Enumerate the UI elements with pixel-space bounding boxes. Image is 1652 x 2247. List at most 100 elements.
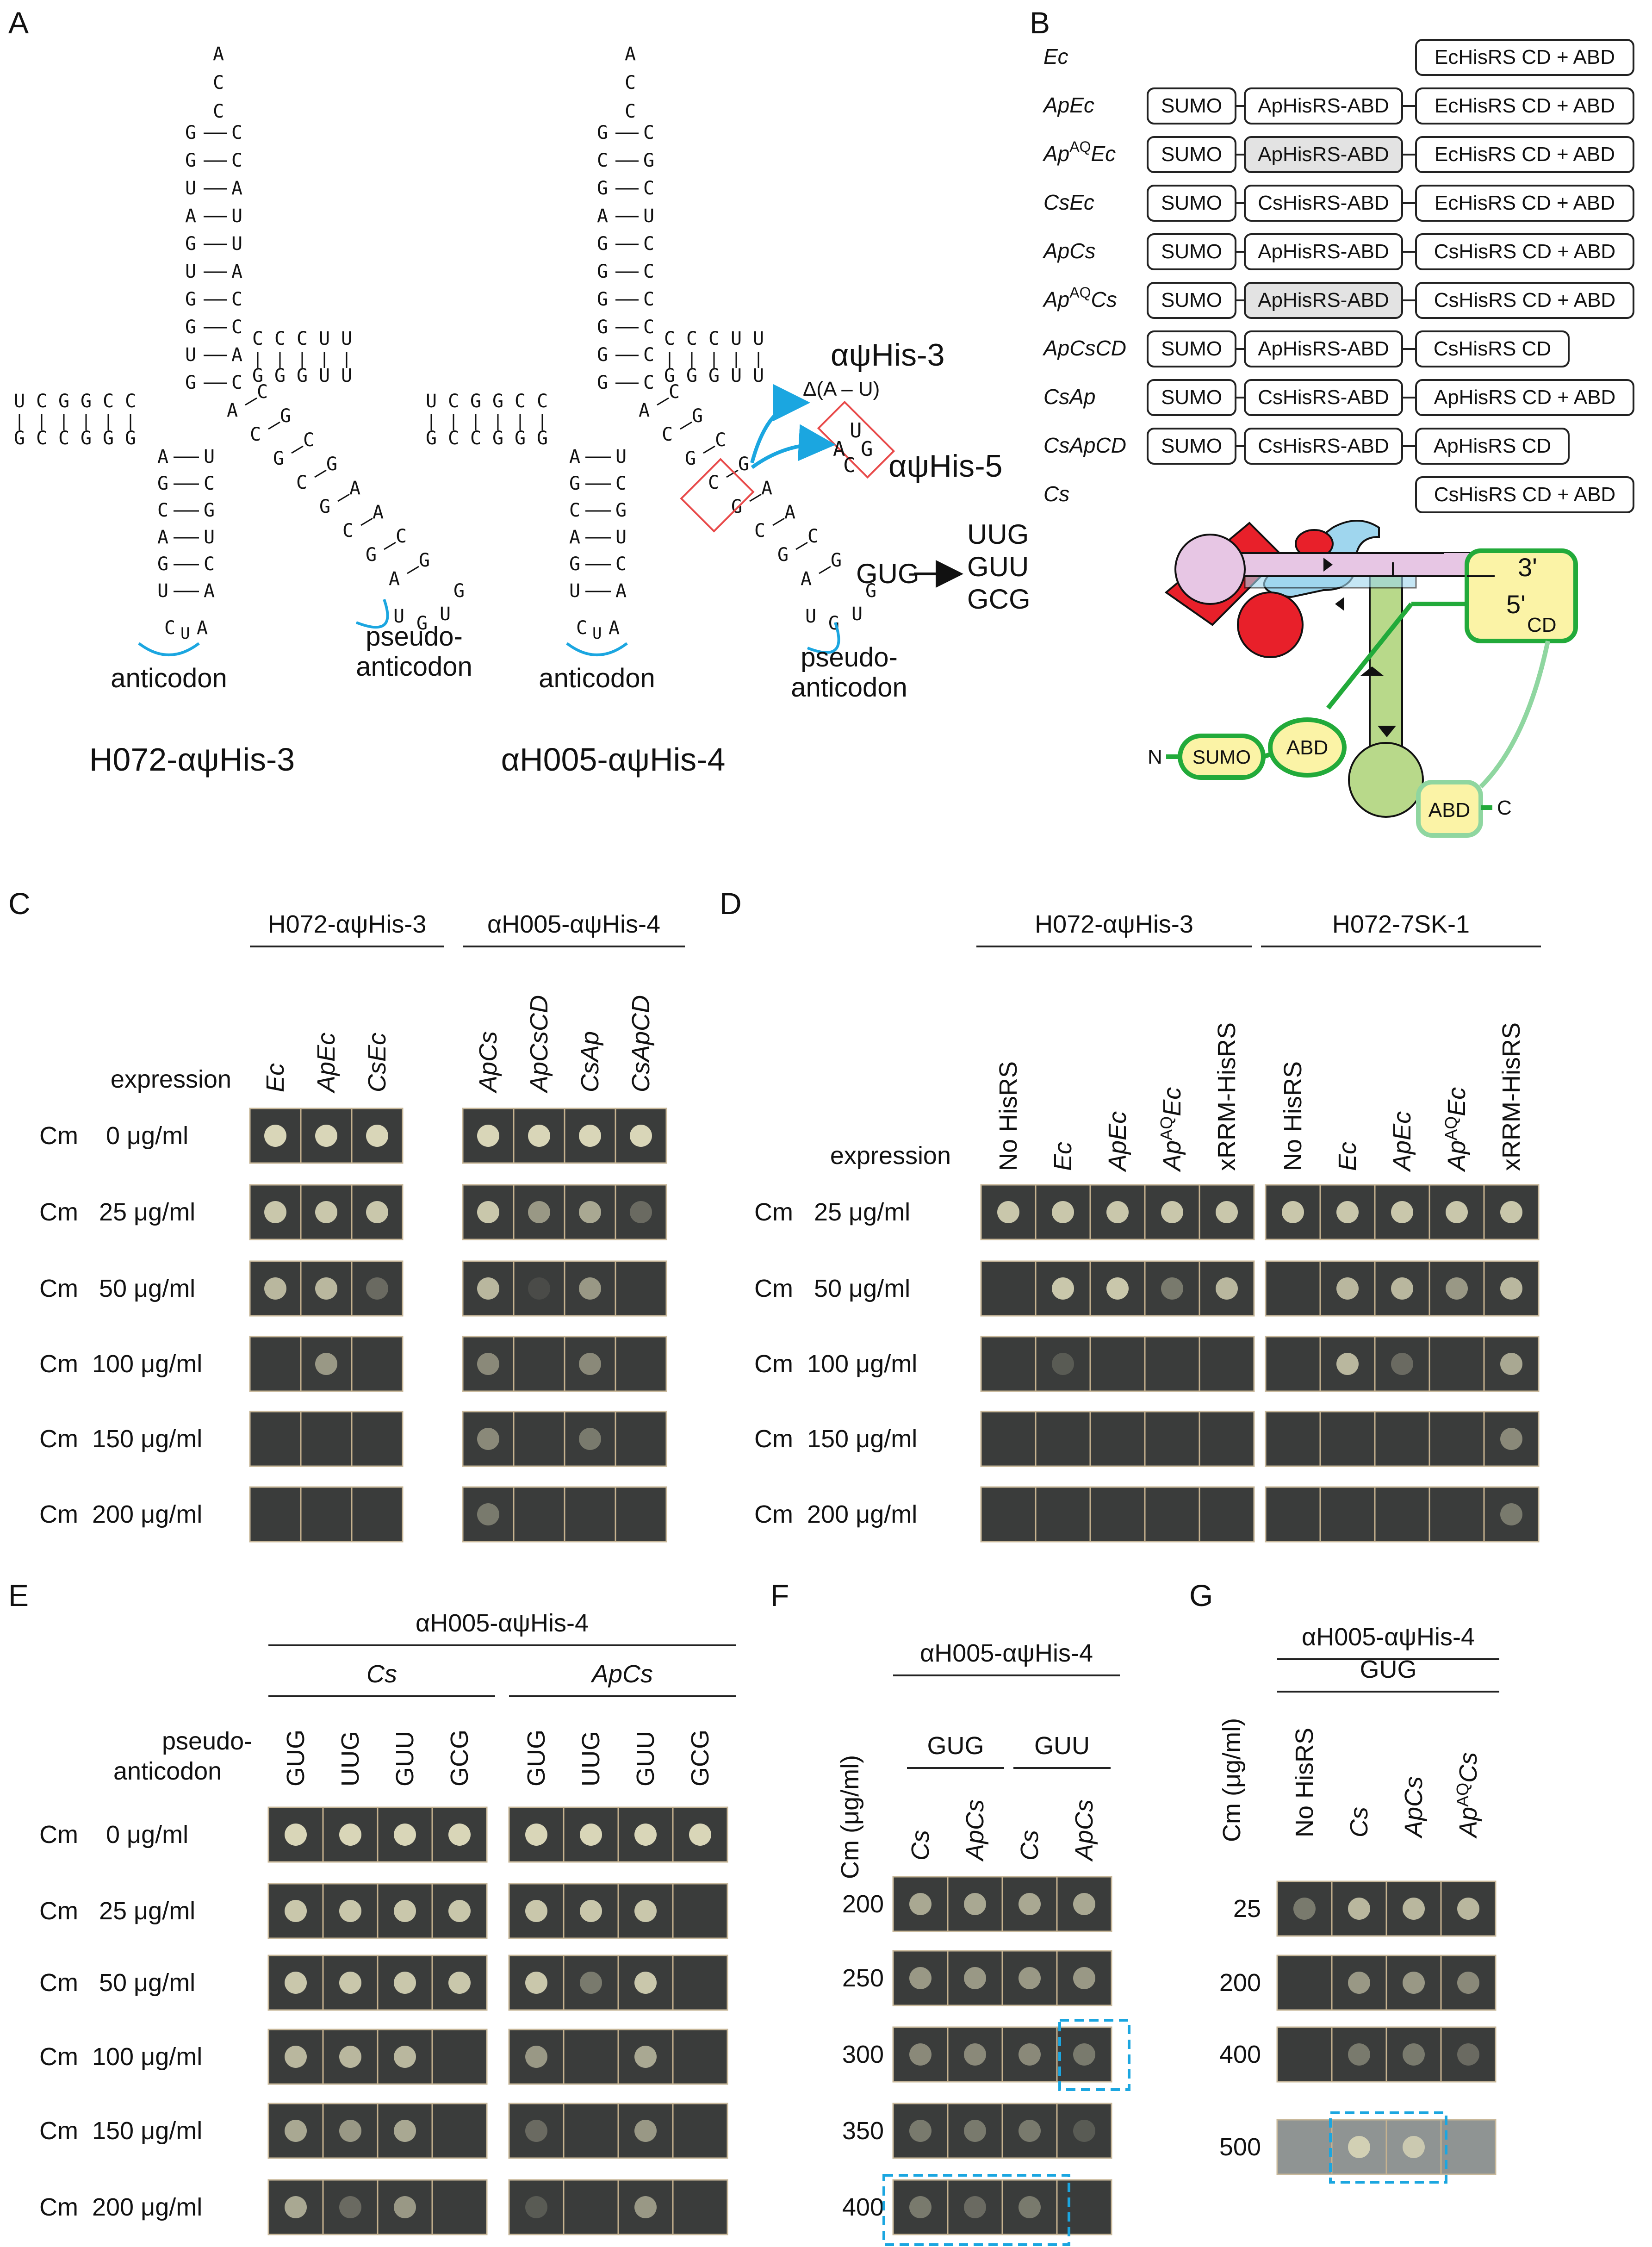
column-label: GUG [522, 1730, 550, 1786]
nucleotide: G [185, 317, 196, 338]
panel-label-b: B [1030, 6, 1050, 40]
nucleotide: C [103, 391, 114, 412]
column-label: Cs [1016, 1830, 1043, 1861]
row-label: 300 [842, 2041, 884, 2068]
catalytic-domain-box [1415, 330, 1570, 367]
nucleotide: C [664, 328, 675, 349]
colony-spot [1403, 1972, 1425, 1994]
nucleotide: C [643, 289, 654, 310]
colony-spot [339, 2196, 361, 2218]
colony-spot [964, 2043, 986, 2066]
nucleotide: C [537, 391, 548, 412]
nucleotide: G [597, 178, 608, 199]
row-label: 500 [1219, 2133, 1261, 2161]
nucleotide: C [625, 72, 636, 93]
colony-spot [1052, 1201, 1074, 1223]
colony-spot [1500, 1201, 1522, 1223]
nucleotide: C [303, 429, 314, 451]
nucleotide: C [470, 428, 481, 449]
column-label: Cs [1345, 1807, 1373, 1837]
catalytic-domain-label: EcHisRS CD + ABD [1435, 46, 1615, 68]
nucleotide: C [396, 526, 407, 547]
mutation-box-variant5 [817, 400, 895, 479]
colony-spot [1446, 1201, 1468, 1223]
cd-label: CD [1527, 614, 1557, 636]
nucleotide: G [692, 405, 703, 427]
nucleotide: G [664, 365, 675, 386]
colony-spot [634, 1824, 657, 1846]
colony-spot [1161, 1201, 1183, 1223]
colony-spot [285, 1972, 307, 1994]
nucleotide: U [592, 624, 602, 643]
nucleotide: C [754, 520, 765, 542]
nucleotide: U [753, 328, 764, 349]
n-terminus-label: N [1148, 746, 1162, 768]
codon-from-label: GUG [856, 558, 919, 589]
column-label: No HisRS [1291, 1728, 1318, 1837]
panel-label-a: A [8, 6, 29, 40]
nucleotide: C [643, 178, 654, 199]
nucleotide: C [125, 391, 136, 412]
hisrs-trna-complex-diagram: 3' 5' CD ABD SUMO N ABD C [1148, 520, 1578, 838]
nucleotide: U [185, 178, 196, 199]
nucleotide: C [643, 261, 654, 282]
colony-spot [315, 1277, 337, 1300]
catalytic-domain-box [1415, 428, 1570, 465]
nucleotide: C [569, 500, 580, 521]
colony-spot [1403, 1898, 1425, 1920]
row-label: 400 [842, 2193, 884, 2221]
nucleotide: G [831, 550, 842, 571]
nucleotide: C [252, 328, 263, 349]
row-label: Cm 200 μg/ml [39, 2193, 202, 2221]
colony-spot [264, 1125, 286, 1147]
nucleotide: U [231, 233, 242, 255]
nucleotide: C [36, 428, 47, 449]
colony-spot [366, 1125, 388, 1147]
nucleotide: A [213, 44, 224, 65]
nucleotide: G [492, 391, 503, 412]
anticodon-arc-right [566, 642, 628, 656]
nucleotide: C [213, 72, 224, 93]
column-label: ApAQEc [1157, 1087, 1186, 1172]
nucleotide: G [597, 317, 608, 338]
nucleotide: C [708, 472, 719, 493]
nucleotide: G [274, 365, 286, 386]
nucleotide: C [643, 122, 654, 143]
row-label: Cm 100 μg/ml [39, 1350, 202, 1378]
nucleotide: G [81, 391, 92, 412]
nucleotide: C [448, 428, 459, 449]
plate-strip [980, 1486, 1255, 1543]
colony-spot [689, 1824, 711, 1846]
colony-spot [394, 2196, 416, 2218]
nucleotide: U [231, 205, 242, 227]
mutation-box-acceptor [680, 458, 755, 533]
nucleotide: C [204, 473, 215, 494]
nucleotide: G [597, 122, 608, 143]
colony-spot [339, 2046, 361, 2068]
pseudo-anticodon-label-left-1: pseudo- [366, 622, 463, 652]
nucleotide: U [341, 328, 352, 349]
column-label: ApCsCD [525, 995, 553, 1094]
colony-spot [315, 1353, 337, 1375]
colony-spot [528, 1277, 550, 1300]
nucleotide: G [81, 428, 92, 449]
row-label: Cm 100 μg/ml [39, 2043, 202, 2071]
nucleotide: A [204, 580, 215, 602]
nucleotide: G [492, 428, 503, 449]
colony-spot [964, 1893, 986, 1915]
nucleotide: G [597, 233, 608, 255]
construct-name: Ec [1043, 44, 1068, 68]
trna-title-left: H072-αψHis-3 [89, 741, 295, 778]
colony-spot [964, 2196, 986, 2218]
colony-spot [339, 2120, 361, 2142]
colony-spot [1500, 1503, 1522, 1525]
nucleotide: G [58, 391, 69, 412]
column-label: xRRM-HisRS [1497, 1022, 1525, 1171]
nucleotide: G [157, 473, 168, 494]
row-label: Cm 50 μg/ml [39, 1969, 195, 1997]
colony-spot [525, 1824, 547, 1846]
nucleotide: C [669, 381, 680, 403]
pseudo-anticodon-label-right-1: pseudo- [801, 642, 898, 672]
colony-spot [579, 1353, 601, 1375]
